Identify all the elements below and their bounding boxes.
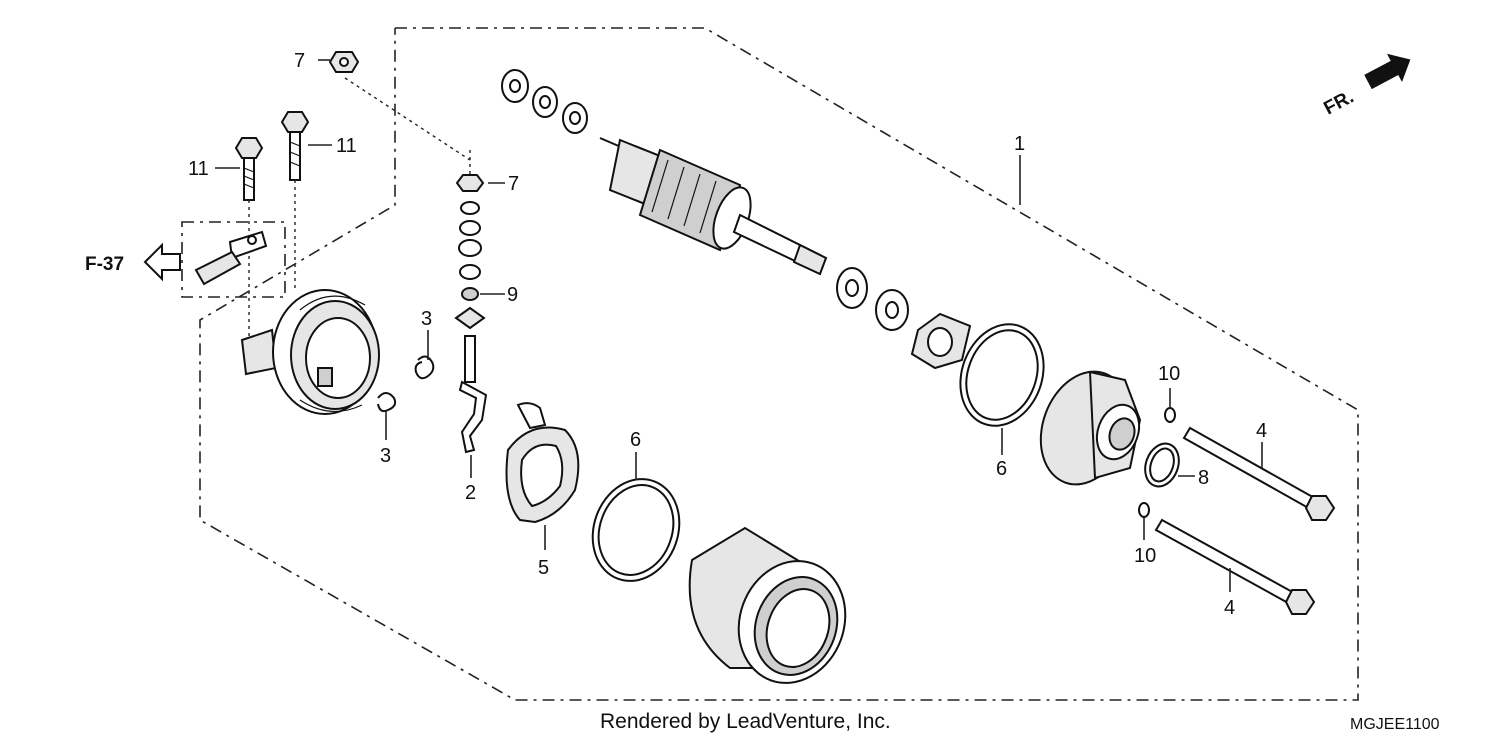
- yoke-housing[interactable]: [688, 526, 862, 698]
- through-bolt-lower[interactable]: [1154, 518, 1316, 615]
- terminal-stack[interactable]: [454, 174, 488, 454]
- callout-7-top: 7: [294, 50, 305, 72]
- lock-plate[interactable]: [910, 312, 972, 370]
- callout-10-upper: 10: [1158, 363, 1180, 385]
- terminal-cable[interactable]: [194, 230, 268, 286]
- callout-4-lower: 4: [1224, 597, 1235, 619]
- callout-1: 1: [1014, 133, 1025, 155]
- callout-3-lower: 3: [380, 445, 391, 467]
- f37-reference-arrow[interactable]: [143, 242, 181, 282]
- shaft-washers[interactable]: [836, 267, 909, 331]
- bolt-11-left[interactable]: [234, 137, 264, 201]
- callout-9: 9: [507, 284, 518, 306]
- o-ring-right[interactable]: [947, 312, 1058, 437]
- credit-text: Rendered by LeadVenture, Inc.: [600, 710, 891, 733]
- brush-holder[interactable]: [505, 402, 580, 524]
- armature[interactable]: [599, 137, 828, 276]
- callout-3-upper: 3: [421, 308, 432, 330]
- callout-8: 8: [1198, 467, 1209, 489]
- brush-spring-upper[interactable]: [414, 355, 435, 380]
- diagram-code: MGJEE1100: [1350, 716, 1440, 733]
- leader-lines: [215, 59, 1263, 592]
- front-cover[interactable]: [1026, 359, 1147, 497]
- armature-washers[interactable]: [501, 69, 588, 134]
- through-bolt-upper[interactable]: [1182, 426, 1336, 521]
- reference-box: [181, 221, 286, 298]
- callout-6-right: 6: [996, 458, 1007, 480]
- front-direction-label: FR.: [1320, 87, 1357, 120]
- rear-cover[interactable]: [240, 289, 380, 415]
- bolt-11-right[interactable]: [280, 111, 310, 181]
- callout-10-lower: 10: [1134, 545, 1156, 567]
- front-direction-arrow: [1364, 53, 1411, 90]
- callout-5: 5: [538, 557, 549, 579]
- callout-7-stack: 7: [508, 173, 519, 195]
- callout-4-upper: 4: [1256, 420, 1267, 442]
- o-ring-10-upper[interactable]: [1164, 407, 1176, 423]
- nut-7-top[interactable]: [328, 51, 360, 73]
- o-ring-small[interactable]: [1139, 439, 1184, 491]
- o-ring-10-lower[interactable]: [1138, 502, 1150, 518]
- callout-2: 2: [465, 482, 476, 504]
- callout-6-left: 6: [630, 429, 641, 451]
- o-ring-left[interactable]: [579, 467, 694, 593]
- brush-spring-lower[interactable]: [377, 392, 397, 413]
- f37-reference-label: F-37: [85, 254, 124, 275]
- callout-11-left: 11: [188, 158, 209, 180]
- callout-11-right: 11: [336, 135, 357, 157]
